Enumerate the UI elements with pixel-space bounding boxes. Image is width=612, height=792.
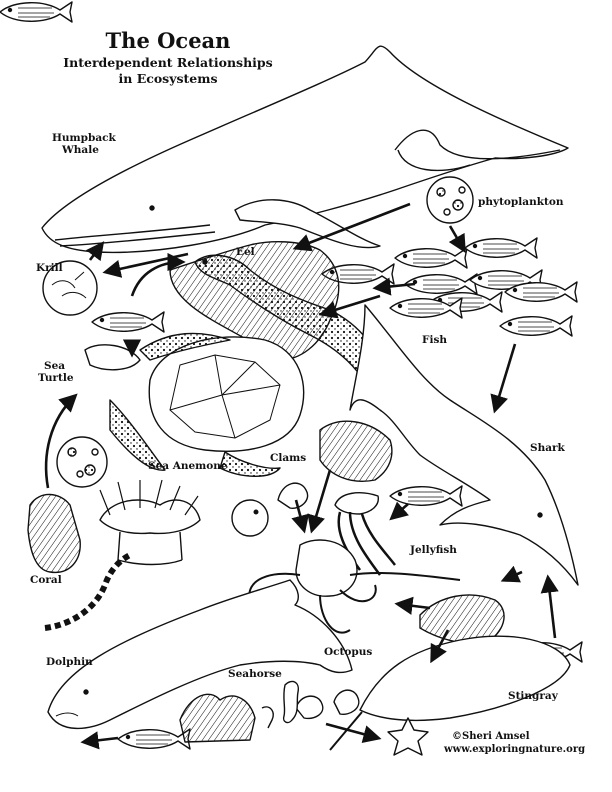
label-dolphin: Dolphin: [46, 656, 93, 668]
phytoplankton-circle: [426, 176, 474, 224]
label-coral: Coral: [30, 574, 62, 586]
pufferfish: [231, 499, 269, 537]
label-humpback-line-2: Whale: [62, 144, 99, 156]
label-octopus: Octopus: [324, 646, 373, 658]
angelfish-lower: [419, 594, 505, 644]
label-shark: Shark: [530, 442, 565, 454]
label-krill: Krill: [36, 262, 63, 274]
label-fish: Fish: [422, 334, 447, 346]
angelfish: [319, 420, 393, 482]
page-subtitle: Interdependent Relationships in Ecosyste…: [58, 55, 278, 87]
coral: [27, 493, 256, 743]
clam-shells: [277, 482, 360, 720]
krill-circle: [42, 260, 98, 316]
starfish: [387, 717, 429, 756]
credit-website: www.exploringnature.org: [444, 744, 586, 755]
subtitle-line-1: Interdependent Relationships: [63, 55, 273, 70]
dolphin: [47, 579, 353, 730]
sea-snake: [44, 552, 132, 631]
label-stingray: Stingray: [508, 690, 558, 702]
label-jellyfish: Jellyfish: [410, 544, 457, 556]
label-sea-turtle: Sea Turtle: [38, 360, 74, 384]
label-sea-anemone: Sea Anemone: [148, 460, 228, 472]
label-sea-turtle-line-2: Turtle: [38, 372, 74, 384]
stingray: [329, 635, 571, 751]
sea-turtle: [84, 332, 305, 477]
subtitle-line-2: in Ecosystems: [118, 71, 218, 86]
page-title: The Ocean: [105, 28, 231, 53]
food-web-arrows: [44, 202, 559, 750]
humpback-whale: [41, 45, 569, 254]
jellyfish: [334, 492, 396, 576]
label-humpback-whale: Humpback Whale: [52, 132, 116, 156]
phytoplankton-circle-lower: [56, 436, 108, 488]
seahorse: [261, 680, 300, 729]
label-sea-turtle-line-1: Sea: [44, 360, 66, 372]
credit-author: ©Sheri Amsel: [452, 731, 530, 742]
fish-school: [0, 1, 583, 750]
sea-anemone: [99, 479, 201, 566]
label-humpback-line-1: Humpback: [52, 132, 116, 144]
label-phytoplankton: phytoplankton: [478, 196, 564, 208]
label-seahorse: Seahorse: [228, 668, 282, 680]
label-clams: Clams: [270, 452, 307, 464]
label-eel: Eel: [236, 246, 255, 258]
shark: [349, 304, 579, 586]
